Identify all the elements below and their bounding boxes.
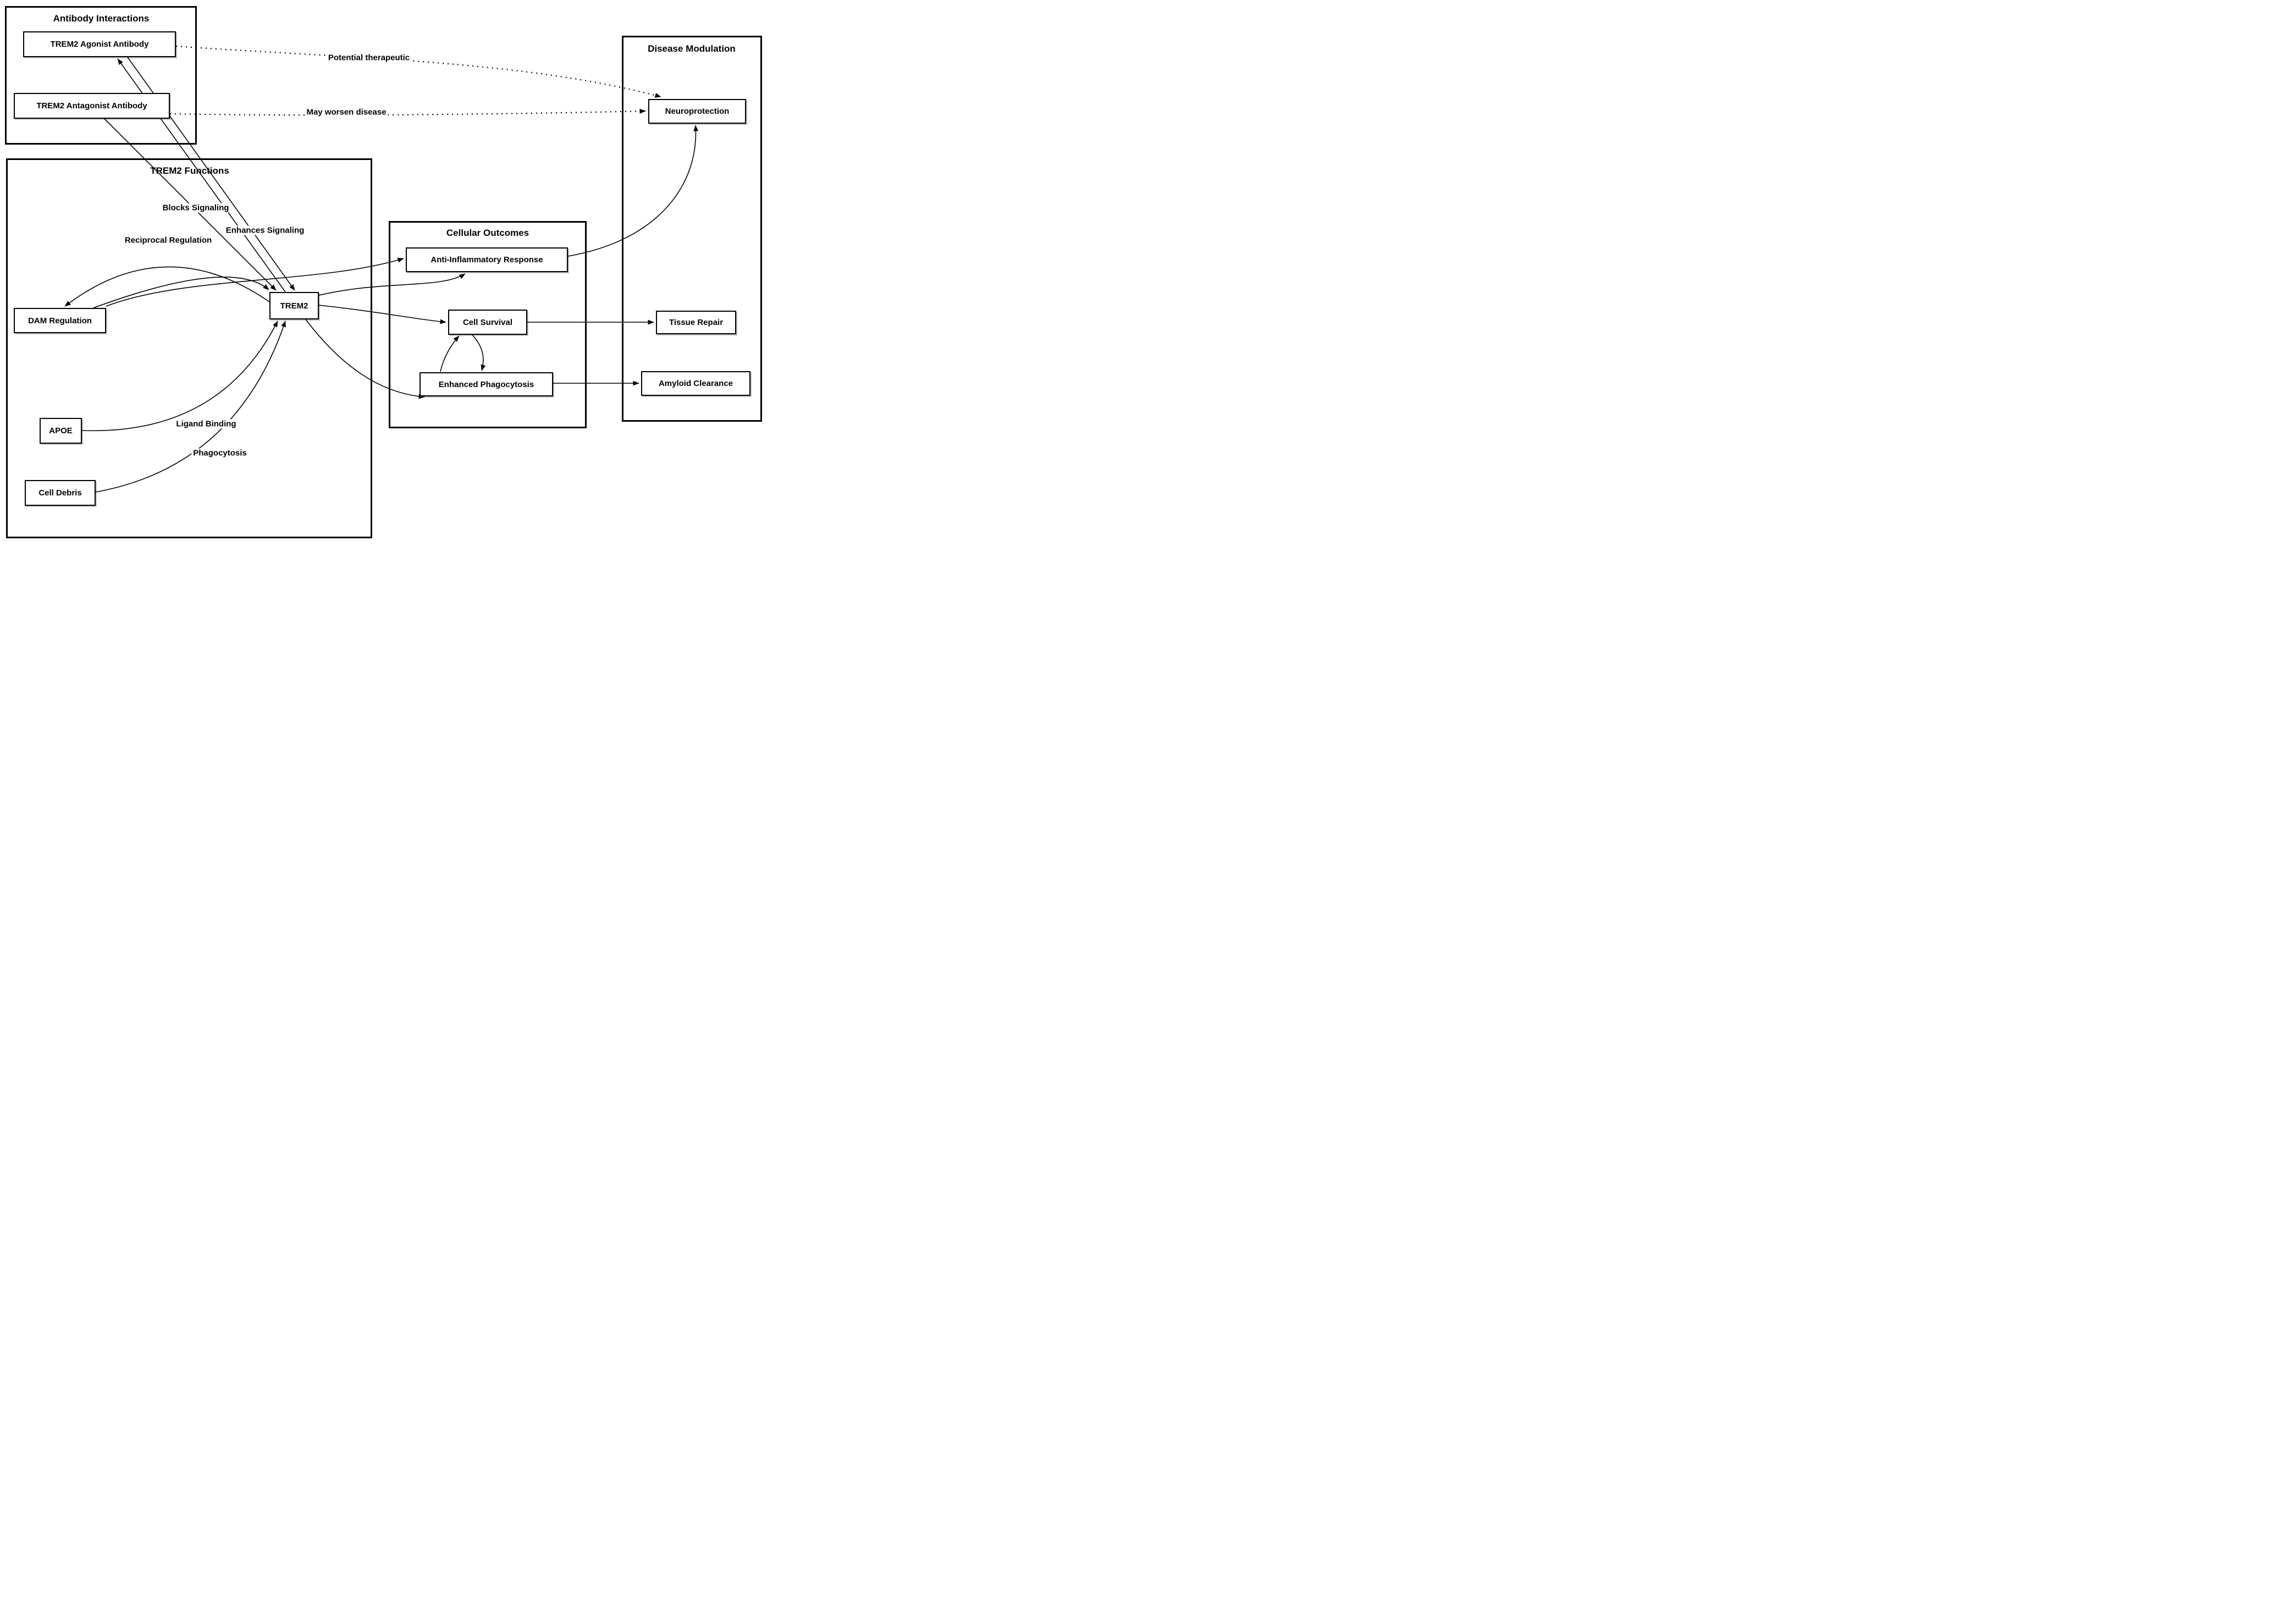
edge-layer <box>64 45 699 493</box>
group-outcomes <box>389 221 587 428</box>
edge-label-antagonist-neuro: May worsen disease <box>305 107 388 117</box>
node-apoe: APOE <box>40 418 82 444</box>
node-neuro: Neuroprotection <box>648 99 746 124</box>
node-tissue: Tissue Repair <box>656 311 736 334</box>
edge-agonist-to-neuro <box>175 45 661 98</box>
edge-apoe-to-trem2 <box>81 321 278 432</box>
edge-dam-to-trem2 <box>93 277 269 308</box>
edge-antagonist-to-neuro <box>169 108 646 116</box>
edge-ep-to-cellsurvival <box>440 335 460 372</box>
edge-label-antagonist-trem2: Blocks Signaling <box>161 203 231 213</box>
node-trem2: TREM2 <box>269 292 319 319</box>
edge-trem2-to-dam <box>64 266 270 307</box>
edge-trem2-to-ep <box>305 319 425 399</box>
node-antagonist: TREM2 Antagonist Antibody <box>14 93 170 119</box>
edge-label-agonist-neuro: Potential therapeutic <box>326 53 412 63</box>
group-title-functions: TREM2 Functions <box>150 165 229 176</box>
group-title-outcomes: Cellular Outcomes <box>446 228 529 238</box>
edge-label-celldebris-trem2: Phagocytosis <box>191 448 249 458</box>
node-amyloid: Amyloid Clearance <box>641 371 750 396</box>
edge-label-apoe-trem2: Ligand Binding <box>174 419 238 429</box>
edge-air-to-neuro <box>567 125 699 257</box>
node-celldebris: Cell Debris <box>25 480 96 506</box>
edge-dam-to-air <box>106 257 404 307</box>
group-title-disease: Disease Modulation <box>648 43 736 54</box>
group-disease <box>622 36 762 422</box>
edge-label-agonist-trem2: Enhances Signaling <box>224 225 306 235</box>
edge-trem2-to-cellsurvival <box>318 305 446 324</box>
node-agonist: TREM2 Agonist Antibody <box>23 31 176 57</box>
edge-label-dam-trem2: Reciprocal Regulation <box>123 235 214 245</box>
edge-celldebris-to-trem2 <box>95 321 286 493</box>
group-antibody <box>5 6 197 145</box>
edge-cellsurvival-to-ep <box>472 334 486 371</box>
edge-trem2-to-air <box>318 273 466 296</box>
node-ep: Enhanced Phagocytosis <box>420 372 553 396</box>
node-air: Anti-Inflammatory Response <box>406 247 568 272</box>
group-functions <box>6 158 372 538</box>
node-dam: DAM Regulation <box>14 308 106 333</box>
group-title-antibody: Antibody Interactions <box>53 13 150 24</box>
node-cellsurvival: Cell Survival <box>448 310 527 335</box>
